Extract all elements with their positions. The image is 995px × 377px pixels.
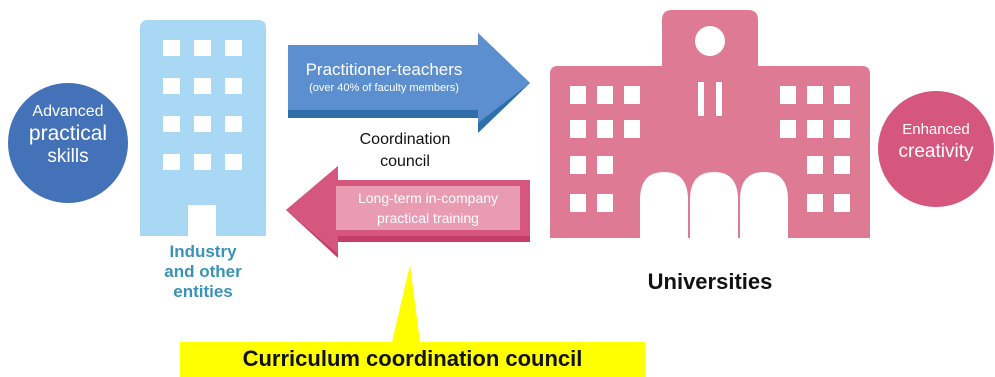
coordination-council-label: Coordination council: [330, 129, 480, 173]
top-arrow-label: Practitioner-teachers (over 40% of facul…: [290, 60, 478, 96]
top-arrow: [288, 33, 530, 133]
industry-line3: entities: [173, 282, 233, 301]
callout-pointer: [392, 265, 420, 342]
industry-building-icon: [140, 20, 266, 236]
left-circle-line1: Advanced: [32, 103, 104, 120]
right-circle-line1: Enhanced: [902, 121, 970, 138]
coordination-council-line1: Coordination: [359, 131, 451, 148]
right-circle-line2: creativity: [898, 141, 974, 162]
bottom-arrow-line2: practical training: [377, 210, 479, 226]
left-circle-line2: practical: [28, 122, 108, 145]
bottom-arrow-line1: Long-term in-company: [357, 190, 499, 206]
callout-label: Curriculum coordination council: [242, 346, 583, 371]
industry-label: Industry and other entities: [128, 242, 278, 302]
left-circle: [8, 83, 128, 203]
bottom-arrow: [286, 166, 530, 258]
right-circle: [878, 91, 994, 207]
industry-line1: Industry: [169, 242, 237, 261]
bottom-arrow-label: Long-term in-company practical training: [336, 188, 520, 228]
right-circle-label: Enhanced creativity: [882, 120, 990, 164]
universities-label: Universities: [647, 269, 773, 294]
top-arrow-subtitle: (over 40% of faculty members): [309, 82, 459, 94]
callout-box: [180, 342, 645, 377]
left-circle-line3: skills: [47, 146, 89, 167]
coordination-council-line2: council: [380, 153, 430, 170]
industry-line2: and other: [164, 262, 242, 281]
university-building-icon: [550, 10, 870, 238]
top-arrow-title: Practitioner-teachers: [305, 60, 463, 79]
left-circle-label: Advanced practical skills: [18, 102, 118, 168]
